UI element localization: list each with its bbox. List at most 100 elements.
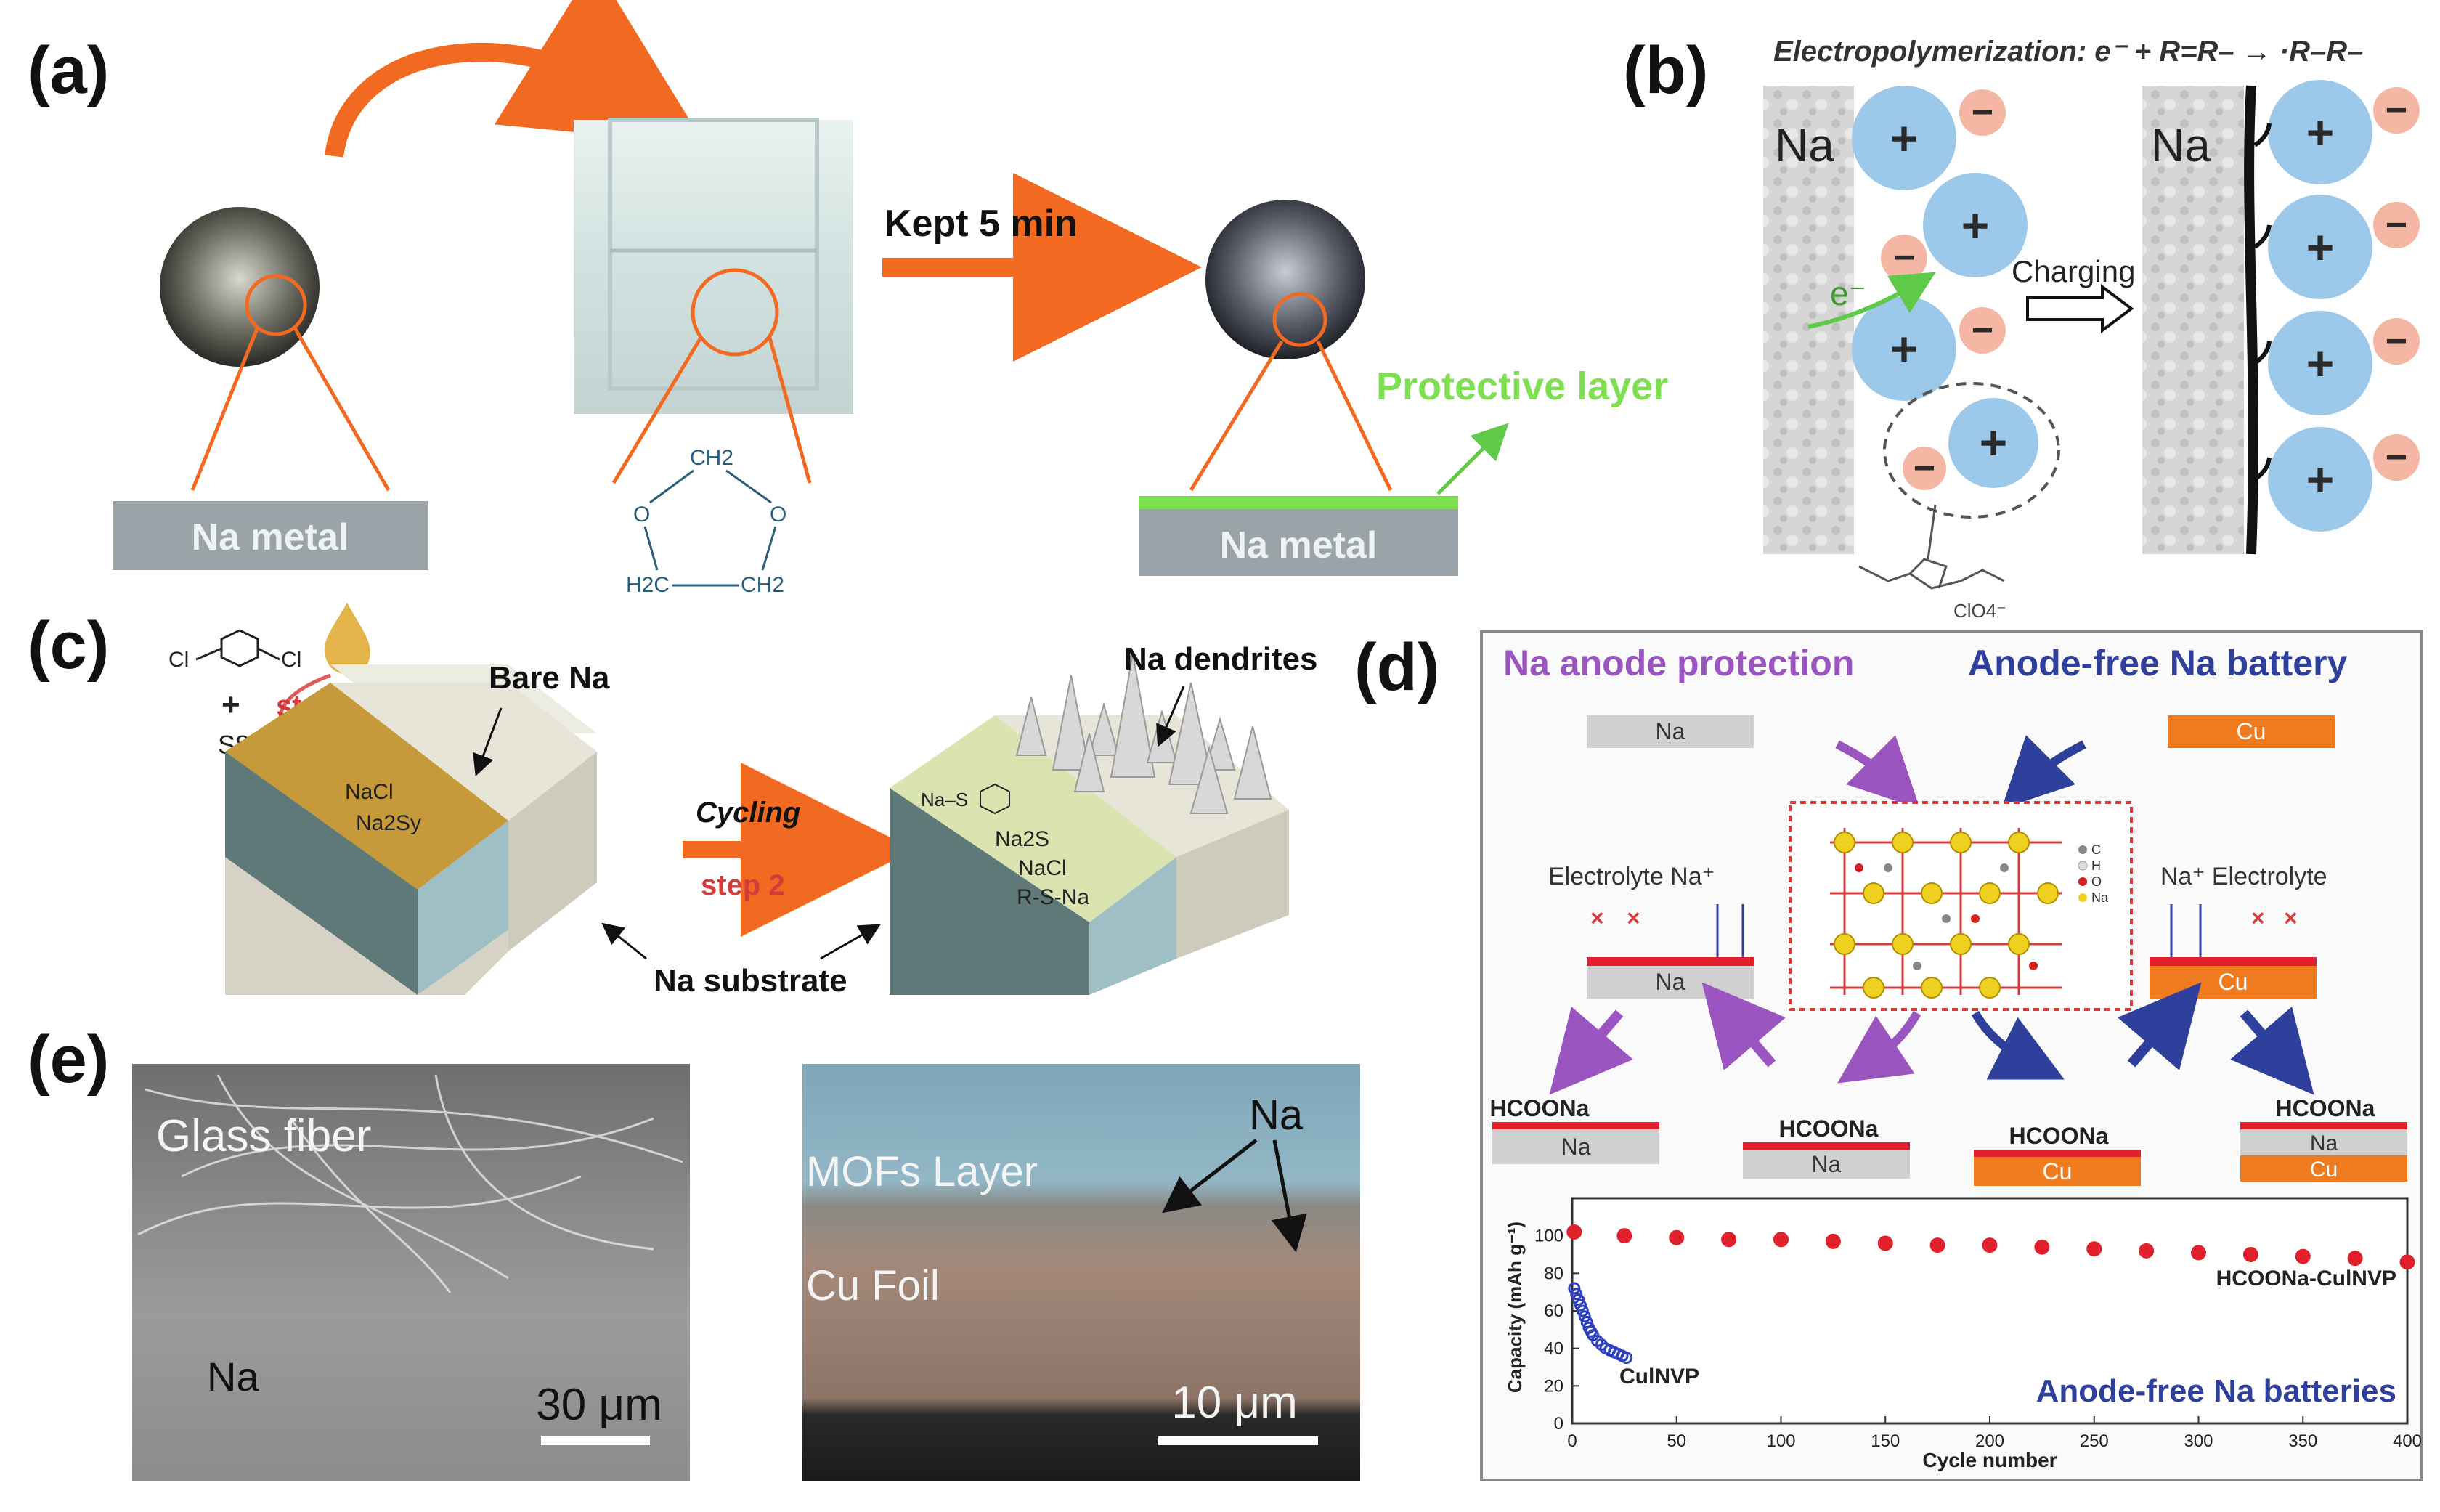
panel-b: (b) Electropolymerization: e⁻ + R=R– → ·…	[1623, 33, 2420, 622]
cation-sign: +	[1890, 111, 1919, 165]
panel-e: (e) Glass fiber Na 30 μm MOFs Layer Na C…	[28, 1023, 1360, 1481]
na-bar-top	[1587, 715, 1754, 748]
organic-layer-top	[225, 683, 508, 890]
y-tick-label: 80	[1544, 1264, 1563, 1283]
crystal-structure	[1830, 828, 2062, 999]
stack-3: HCOONa Cu	[1974, 1123, 2141, 1186]
zoom-line	[611, 336, 703, 484]
electrolyte-left-label: Electrolyte Na⁺	[1548, 863, 1715, 890]
data-point	[1982, 1237, 1998, 1253]
substrate-front-2	[1089, 857, 1176, 995]
chart-series	[1566, 1224, 2415, 1365]
panel-d: (d) Na anode protection Anode-free Na ba…	[1354, 630, 2423, 1481]
benzene-ring	[980, 783, 1010, 815]
solvent-beaker-image	[574, 120, 853, 414]
chlorine-left: Cl	[168, 648, 189, 672]
plus-sign: +	[221, 687, 240, 723]
data-point	[1570, 1288, 1583, 1301]
na2sy-label: Na2Sy	[356, 811, 421, 835]
chlorine-right: Cl	[281, 648, 301, 672]
scale-bar-right	[1158, 1436, 1318, 1445]
data-point	[1620, 1352, 1633, 1365]
chart-title: Anode-free Na batteries	[2036, 1373, 2396, 1409]
anode-free-title: Anode-free Na battery	[1968, 643, 2348, 683]
cu-bar-top	[2168, 715, 2335, 748]
cation-sign: +	[1890, 322, 1919, 375]
substrate-pointer-left	[601, 922, 647, 960]
data-point	[1825, 1233, 1841, 1249]
cation-sign: +	[2306, 220, 2335, 274]
stack-4: HCOONa Na Cu	[2240, 1095, 2407, 1182]
cation-sign: +	[2306, 452, 2335, 506]
cation	[1852, 296, 1956, 401]
bare-na-side	[508, 752, 597, 951]
na-label-sem-right: Na	[1249, 1092, 1304, 1139]
cu-bar-label: Cu	[2237, 718, 2266, 744]
substrate-front	[418, 821, 508, 995]
electrolyte-right-label: Na⁺ Electrolyte	[2160, 863, 2327, 890]
data-point	[2191, 1245, 2206, 1261]
na-dendrites-label: Na dendrites	[1124, 641, 1318, 677]
data-point	[1669, 1229, 1685, 1245]
x-tick-label: 250	[2080, 1431, 2109, 1451]
stack-top-label: HCOONa	[2009, 1123, 2109, 1149]
reaction-title: Electropolymerization: e⁻ + R=R– → ·R–R–	[1773, 36, 2363, 68]
anion-formula: ClO4⁻	[1953, 600, 2006, 622]
data-point	[2139, 1243, 2155, 1259]
mol-atom-label: CH2	[690, 446, 733, 470]
na-label-sem-left: Na	[207, 1354, 259, 1399]
na-metal-label: Na metal	[1220, 524, 1378, 566]
cation	[1923, 173, 2028, 277]
polymer-film	[2244, 85, 2258, 555]
anion	[1903, 447, 1946, 490]
mol-atom-label: O	[633, 503, 650, 527]
na-metal-label: Na metal	[192, 516, 349, 558]
bare-na-side-2	[1176, 810, 1289, 959]
data-point	[2347, 1251, 2363, 1267]
x-tick-label: 150	[1871, 1431, 1900, 1451]
purple-arrow	[1701, 982, 1786, 1070]
data-point	[2295, 1248, 2311, 1264]
data-point	[2086, 1241, 2102, 1257]
data-point	[1877, 1235, 1893, 1251]
zoom-circle	[1272, 292, 1327, 347]
data-point	[1616, 1228, 1632, 1244]
panel-c: (c) Cl Cl + S8 step 1 NaCl Na2Sy Bare Na…	[28, 603, 1318, 999]
cation	[1852, 86, 1956, 190]
anion-sign: −	[1914, 447, 1935, 489]
data-point	[1566, 1224, 1582, 1240]
stack-layer-label: Na	[1812, 1151, 1842, 1177]
data-point	[2399, 1254, 2415, 1270]
charging-label: Charging	[2012, 254, 2135, 288]
y-tick-label: 60	[1544, 1301, 1563, 1321]
x-tick-label: 0	[1567, 1431, 1577, 1451]
cation-sign: +	[1961, 198, 1990, 252]
anion	[1959, 307, 2006, 354]
chart-plot-area	[1571, 1197, 2409, 1425]
scale-bar-right-label: 10 μm	[1171, 1378, 1298, 1428]
purple-arrow	[1837, 1011, 1922, 1084]
anion-sign: −	[2386, 204, 2407, 246]
anion	[1881, 235, 1927, 281]
mol-atom-label: CH2	[741, 573, 784, 597]
stack-layer-label: Cu	[2043, 1158, 2073, 1184]
step2-label: step 2	[701, 869, 785, 901]
na-electrode-label: Na	[1775, 119, 1834, 171]
y-tick-label: 0	[1554, 1414, 1563, 1434]
droplet	[324, 603, 370, 675]
na-s-label: Na–S	[921, 789, 968, 810]
data-point	[1576, 1304, 1589, 1317]
substrate-side	[225, 752, 418, 995]
protective-layer-pointer	[1436, 423, 1509, 495]
cation-sign: +	[2306, 105, 2335, 159]
cation	[1948, 398, 2038, 488]
dendrite-field	[1015, 653, 1272, 814]
stack-top-label: HCOONa	[2276, 1095, 2375, 1121]
panel-label-e: (e)	[28, 1023, 109, 1097]
svg-text:Na: Na	[2091, 890, 2109, 905]
stack-top-label: HCOONa	[1490, 1095, 1590, 1121]
svg-text:×: ×	[2251, 905, 2265, 931]
ionic-liquid-structure	[1858, 558, 2005, 590]
electron-label: e⁻	[1830, 275, 1866, 312]
